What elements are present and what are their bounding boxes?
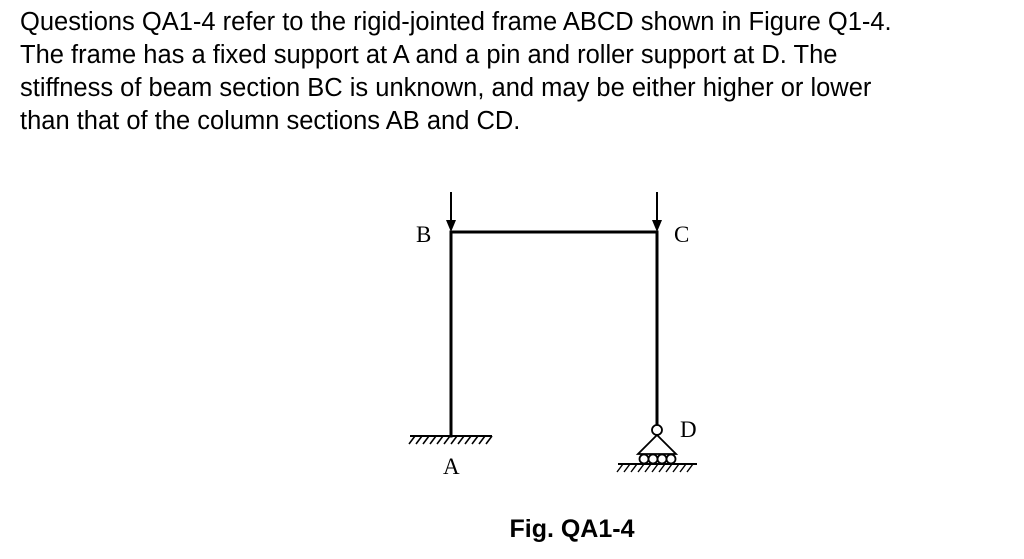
question-line-3: stiffness of beam section BC is unknown,… <box>20 74 872 102</box>
question-line-2: The frame has a fixed support at A and a… <box>20 41 838 69</box>
fixed-support-a <box>408 435 493 445</box>
pin-roller-support-d <box>616 424 697 473</box>
label-b: B <box>416 222 431 247</box>
label-a: A <box>443 454 460 479</box>
figure-caption: Fig. QA1-4 <box>509 515 635 543</box>
question-text: Questions QA1-4 refer to the rigid-joint… <box>20 6 1010 138</box>
pin-d <box>651 424 663 436</box>
question-line-1: Questions QA1-4 refer to the rigid-joint… <box>20 8 892 36</box>
label-c: C <box>674 222 689 247</box>
label-d: D <box>680 417 697 442</box>
load-arrow-c <box>652 192 662 232</box>
load-arrow-b <box>446 192 456 232</box>
question-line-4: than that of the column sections AB and … <box>20 107 521 135</box>
